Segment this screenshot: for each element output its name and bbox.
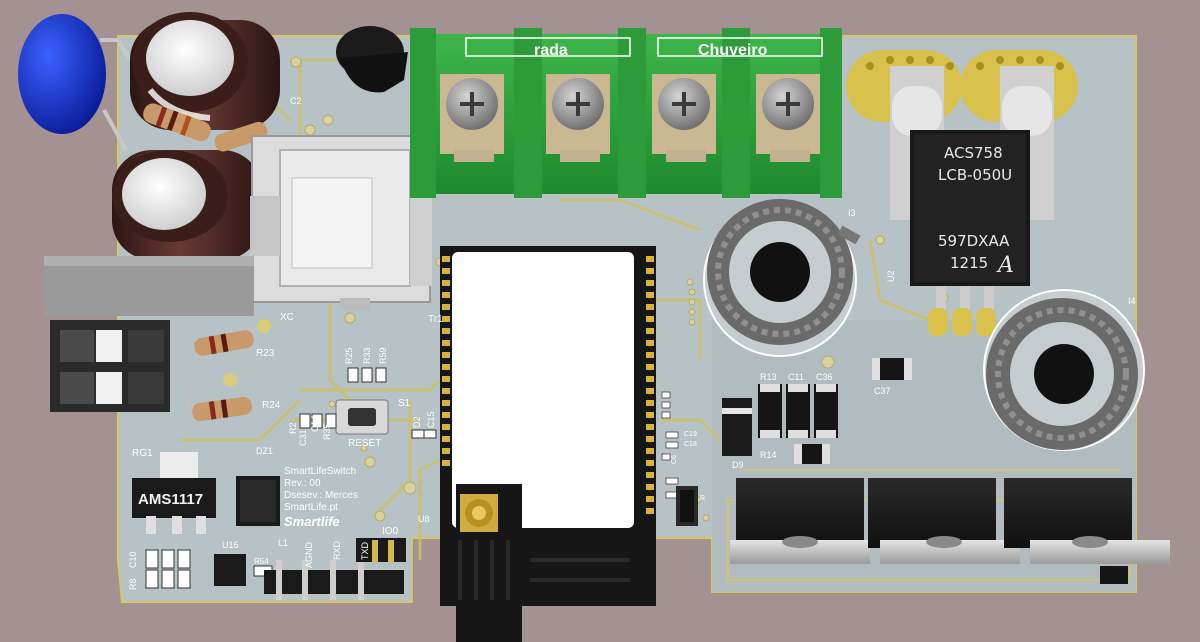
- refdes-r24: R24: [262, 400, 281, 411]
- axial-resistor-r24: [184, 383, 252, 422]
- refdes-c14: C14: [310, 415, 320, 432]
- blue-ceramic-capacitor: [18, 14, 132, 151]
- refdes-c15: C15: [426, 411, 436, 428]
- diode-d9: [722, 398, 752, 456]
- io0-label: IO0: [382, 526, 399, 537]
- refdes-r8: R8: [128, 578, 138, 590]
- refdes-u16: U16: [222, 540, 239, 550]
- grey-terminal-block: [44, 256, 254, 412]
- refdes-i4: I4: [1128, 296, 1136, 306]
- mosfet-row: [730, 478, 1170, 584]
- smd-row-r13: [758, 358, 912, 464]
- axial-resistor-top: [143, 103, 268, 152]
- header-pin-agnd: AGND: [304, 541, 314, 568]
- reset-button[interactable]: [335, 399, 389, 435]
- refdes-r13: R13: [760, 372, 777, 382]
- smartlife-logo: Smartlife: [284, 514, 340, 529]
- info-line1: SmartLifeSwitch: [284, 466, 356, 477]
- toroid-inductor-i4: [983, 289, 1145, 451]
- refdes-r33: R33: [362, 347, 372, 364]
- refdes-i3: I3: [848, 208, 856, 218]
- silkscreen: C2 XC Tr1 R23 R24 R25 R33 R59 S1 RESET D…: [128, 96, 1136, 590]
- regulator-marking: AMS1117: [138, 491, 203, 508]
- refdes-dz1: DZ1: [256, 446, 273, 456]
- sensor-line4: 1215: [950, 254, 988, 272]
- refdes-c31: C31: [298, 429, 308, 446]
- esp32-module: [440, 246, 656, 642]
- refdes-r59: R59: [378, 347, 388, 364]
- header-pin-rxd: RXD: [332, 540, 342, 560]
- acs758-current-sensor: ACS758 LCB-050U 597DXAA 1215 A: [890, 66, 1054, 316]
- relay-housing: [250, 135, 432, 310]
- toroid-inductor-i3: [703, 199, 861, 357]
- refdes-l1: L1: [278, 538, 288, 548]
- refdes-c6: C6: [671, 455, 678, 464]
- header-pin-txd: TXD: [360, 541, 370, 560]
- ams1117-regulator: AMS1117: [132, 452, 216, 534]
- refdes-c19: C19: [684, 431, 697, 438]
- refdes-r35: R35: [322, 423, 332, 440]
- refdes-u8: U8: [418, 514, 430, 524]
- pin-header: [264, 538, 406, 600]
- info-line3: Dsesev.: Merces: [284, 490, 358, 501]
- refdes-rg1: RG1: [132, 448, 153, 459]
- electrolytic-capacitor-top: [130, 12, 280, 130]
- refdes-s1: S1: [398, 398, 411, 409]
- refdes-xc: XC: [280, 312, 294, 323]
- allegro-logo-icon: A: [996, 253, 1014, 278]
- info-line4: SmartLife.pt: [284, 502, 338, 513]
- axial-resistor-r23: [189, 324, 265, 356]
- refdes-r54: R54: [254, 557, 269, 566]
- refdes-c11: C11: [788, 372, 804, 382]
- reset-label: RESET: [348, 438, 381, 449]
- refdes-d2: D2: [412, 416, 422, 428]
- sensor-line2: LCB-050U: [938, 166, 1012, 184]
- refdes-c10: C10: [128, 551, 138, 568]
- electrolytic-capacitor-bottom: [112, 150, 262, 260]
- refdes-tr1: Tr1: [428, 314, 443, 325]
- refdes-d9: D9: [732, 460, 744, 470]
- refdes-r23: R23: [256, 348, 275, 359]
- to92-transistor: [336, 26, 408, 93]
- refdes-r14: R14: [760, 450, 777, 460]
- refdes-u2: U2: [886, 270, 896, 282]
- sensor-line3: 597DXAA: [938, 232, 1010, 250]
- refdes-c18: C18: [684, 441, 697, 448]
- sensor-line1: ACS758: [944, 144, 1003, 162]
- refdes-r: R: [700, 495, 705, 502]
- terminal-label-right: Chuveiro: [698, 42, 768, 59]
- green-terminal-blocks: [410, 28, 842, 198]
- info-line2: Rev.: 00: [284, 478, 321, 489]
- refdes-c2: C2: [290, 96, 302, 106]
- refdes-c36: C36: [816, 372, 833, 382]
- refdes-c37: C37: [874, 386, 891, 396]
- refdes-r25: R25: [344, 347, 354, 364]
- refdes-r2: R2: [288, 422, 298, 434]
- terminal-label-left: rada: [534, 42, 568, 59]
